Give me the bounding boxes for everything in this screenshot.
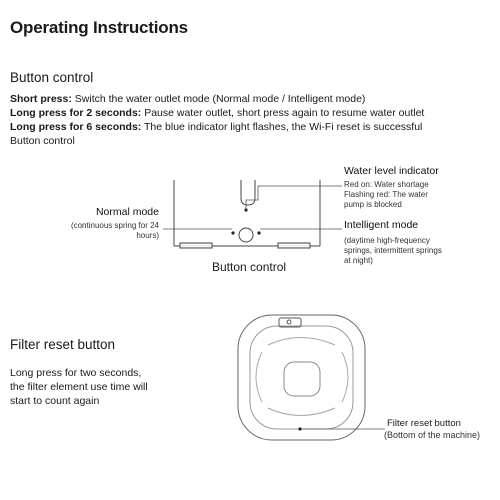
instruction-trailing: Button control [10,135,75,147]
intelligent-mode-desc: (daytime high-frequency springs, intermi… [344,236,442,265]
control-button-icon [238,227,254,243]
intelligent-mode-dot [257,231,261,235]
normal-mode-dot [231,231,235,235]
instruction-long-press-6s: Long press for 6 seconds: The blue indic… [10,121,423,133]
filter-reset-callout-title: Filter reset button [387,418,461,429]
device-front-outline [173,180,321,249]
water-level-title: Water level indicator [344,165,439,177]
filter-reset-callout-sub: (Bottom of the machine) [384,430,481,440]
page-title: Operating Instructions [10,18,188,37]
normal-mode-title: Normal mode [95,206,159,218]
water-level-desc: Red on: Water shortage Flashing red: The… [344,180,429,209]
filter-section-heading: Filter reset button [10,337,116,352]
filter-instructions: Long press for two seconds, the filter e… [10,367,148,407]
device-bottom-outline [237,314,366,441]
diagram-caption: Button control [212,260,287,274]
button-section-heading: Button control [10,70,94,85]
filter-reset-dot [298,427,302,431]
intelligent-mode-title: Intelligent mode [344,219,419,231]
button-instructions: Short press: Switch the water outlet mod… [10,92,495,148]
instruction-short-press: Short press: Switch the water outlet mod… [10,93,366,105]
instruction-long-press-2s: Long press for 2 seconds: Pause water ou… [10,107,425,119]
normal-mode-desc: (continuous spring for 24 hours) [70,221,159,240]
